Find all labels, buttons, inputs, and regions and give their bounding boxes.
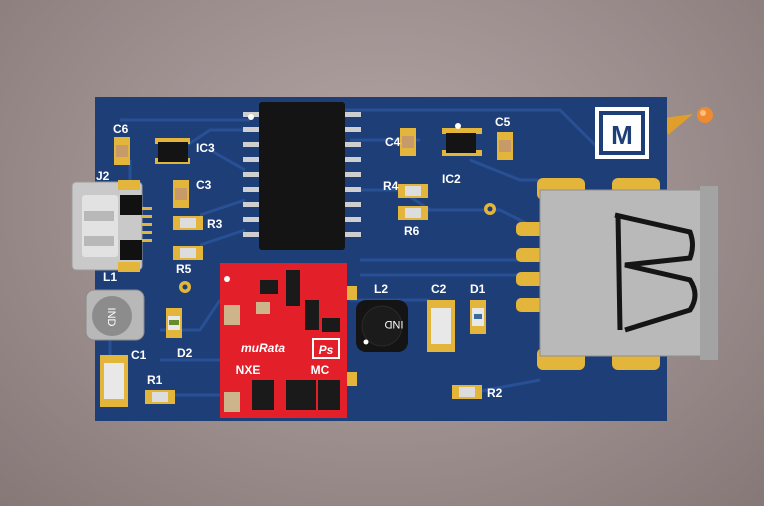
label-c6: C6 [113, 122, 129, 136]
label-r4: R4 [383, 179, 399, 193]
ic2-chip [442, 123, 482, 156]
label-r5: R5 [176, 262, 192, 276]
label-c5: C5 [495, 115, 511, 129]
murata-module: muRata Ps NXE MC [220, 263, 357, 418]
label-r3: R3 [207, 217, 223, 231]
label-c2: C2 [431, 282, 447, 296]
module-ps: Ps [319, 343, 334, 357]
r1-res [145, 390, 175, 404]
r6-res [398, 206, 428, 220]
r4-res [398, 184, 428, 198]
origin-marker-icon [664, 107, 713, 135]
label-d2: D2 [177, 346, 193, 360]
l1-inductor: IND [85, 289, 145, 341]
label-ic3: IC3 [196, 141, 215, 155]
label-d1: D1 [470, 282, 486, 296]
maker-logo-icon: M [595, 107, 649, 159]
label-r6: R6 [404, 224, 420, 238]
label-ic2: IC2 [442, 172, 461, 186]
c5-cap [497, 132, 513, 160]
c2-cap [427, 300, 455, 352]
small-components [100, 128, 513, 407]
label-l1: L1 [103, 270, 117, 284]
label-l2: L2 [374, 282, 388, 296]
c1-cap [100, 355, 128, 407]
r5-res [173, 246, 203, 260]
label-c3: C3 [196, 178, 212, 192]
label-c1: C1 [131, 348, 147, 362]
label-r2: R2 [487, 386, 503, 400]
main-ic-chip [243, 102, 361, 250]
d2-led [166, 308, 182, 338]
r2-res [452, 385, 482, 399]
r3-res [173, 216, 203, 230]
usb-micro-connector-icon [71, 180, 152, 272]
c4-cap [400, 128, 416, 156]
module-right: MC [311, 363, 330, 377]
usb-a-connector-icon [516, 178, 719, 370]
l2-inductor: IND [356, 300, 408, 352]
silkscreen-labels: C6 IC3 C3 R3 R5 J2 L1 D2 C1 R1 C4 R4 R6 … [96, 115, 511, 400]
label-r1: R1 [147, 373, 163, 387]
label-c4: C4 [385, 135, 401, 149]
l1-mark: IND [105, 308, 117, 327]
ic3-chip [155, 138, 190, 164]
c3-cap [173, 180, 189, 208]
c6-cap [114, 137, 130, 165]
d1-led [470, 300, 486, 334]
module-brand: muRata [241, 341, 285, 355]
l2-mark: IND [384, 318, 403, 330]
label-j2: J2 [96, 169, 110, 183]
logo-letter: M [611, 120, 633, 150]
module-left: NXE [236, 363, 261, 377]
